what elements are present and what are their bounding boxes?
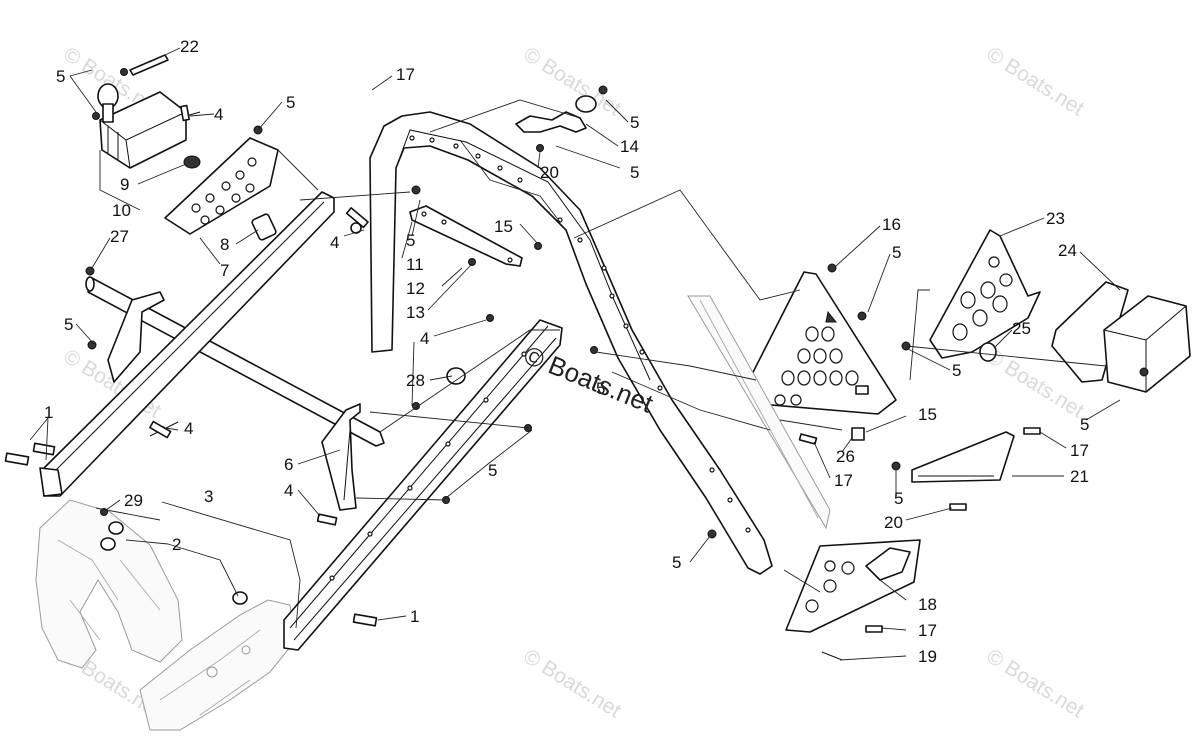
callout-1: 1 bbox=[410, 607, 419, 626]
module-box bbox=[1051, 281, 1191, 393]
callout-4: 4 bbox=[330, 233, 339, 252]
angle-bracket bbox=[911, 431, 1015, 483]
watermark: © Boats.net bbox=[982, 43, 1088, 121]
battery-plate bbox=[164, 125, 279, 241]
callout-20: 20 bbox=[884, 513, 903, 532]
callout-2: 2 bbox=[172, 535, 181, 554]
callout-29: 29 bbox=[124, 491, 143, 510]
callout-7: 7 bbox=[220, 261, 229, 280]
callout-27: 27 bbox=[110, 227, 129, 246]
triangle-plate bbox=[745, 271, 897, 415]
callout-13: 13 bbox=[406, 303, 425, 322]
callout-22: 22 bbox=[180, 37, 199, 56]
callout-10: 10 bbox=[112, 201, 131, 220]
lower-rail bbox=[283, 319, 563, 651]
callout-17: 17 bbox=[1070, 441, 1089, 460]
callout-14: 14 bbox=[620, 137, 639, 156]
main-hoop bbox=[369, 111, 773, 575]
callout-8: 8 bbox=[220, 235, 229, 254]
callout-15: 15 bbox=[918, 405, 937, 424]
callout-5: 5 bbox=[406, 231, 415, 250]
callout-5: 5 bbox=[56, 67, 65, 86]
mount-plate bbox=[929, 229, 1041, 362]
clip bbox=[515, 85, 608, 152]
callout-4: 4 bbox=[214, 105, 223, 124]
upright-bar bbox=[687, 295, 831, 530]
callout-5: 5 bbox=[630, 113, 639, 132]
leader-lines bbox=[95, 99, 1107, 629]
callout-19: 19 bbox=[918, 647, 937, 666]
callout-1: 1 bbox=[44, 403, 53, 422]
ghost-frame bbox=[35, 499, 297, 731]
watermark: © Boats.net bbox=[519, 645, 625, 723]
callout-3: 3 bbox=[204, 487, 213, 506]
callout-16: 16 bbox=[882, 215, 901, 234]
lower-plate bbox=[785, 539, 921, 633]
callout-5: 5 bbox=[64, 315, 73, 334]
callout-5: 5 bbox=[672, 553, 681, 572]
callout-26: 26 bbox=[836, 447, 855, 466]
callout-23: 23 bbox=[1046, 209, 1065, 228]
callout-5: 5 bbox=[286, 93, 295, 112]
callout-9: 9 bbox=[120, 175, 129, 194]
callout-20: 20 bbox=[540, 163, 559, 182]
hardware bbox=[4, 104, 1041, 661]
watermark: © Boats.net bbox=[519, 43, 625, 121]
battery-box bbox=[92, 54, 201, 169]
callout-6: 6 bbox=[284, 455, 293, 474]
callout-11: 11 bbox=[406, 255, 424, 274]
callout-4: 4 bbox=[420, 329, 429, 348]
callout-17: 17 bbox=[396, 65, 415, 84]
support-brackets bbox=[87, 291, 361, 511]
callout-labels: 22 5 4 5 9 10 8 7 27 5 1 4 29 2 3 6 4 1 … bbox=[44, 37, 1089, 666]
callout-21: 21 bbox=[1070, 467, 1089, 486]
callout-5: 5 bbox=[630, 163, 639, 182]
upper-rail bbox=[39, 191, 335, 497]
callout-5: 5 bbox=[892, 243, 901, 262]
callout-5: 5 bbox=[952, 361, 961, 380]
callout-24: 24 bbox=[1058, 241, 1077, 260]
callout-5: 5 bbox=[488, 461, 497, 480]
cross-rod bbox=[85, 266, 385, 447]
callout-4: 4 bbox=[184, 419, 193, 438]
strap bbox=[409, 185, 523, 267]
watermark: © Boats.net bbox=[982, 645, 1088, 723]
callout-18: 18 bbox=[918, 595, 937, 614]
callout-17: 17 bbox=[834, 471, 853, 490]
callout-5: 5 bbox=[596, 379, 605, 398]
callout-17: 17 bbox=[918, 621, 937, 640]
callout-5: 5 bbox=[1080, 415, 1089, 434]
callout-15: 15 bbox=[494, 217, 513, 236]
callout-25: 25 bbox=[1012, 319, 1031, 338]
callout-12: 12 bbox=[406, 279, 425, 298]
callout-leaders bbox=[29, 47, 1121, 661]
callout-5: 5 bbox=[894, 489, 903, 508]
callout-28: 28 bbox=[406, 371, 425, 390]
callout-4: 4 bbox=[284, 481, 293, 500]
